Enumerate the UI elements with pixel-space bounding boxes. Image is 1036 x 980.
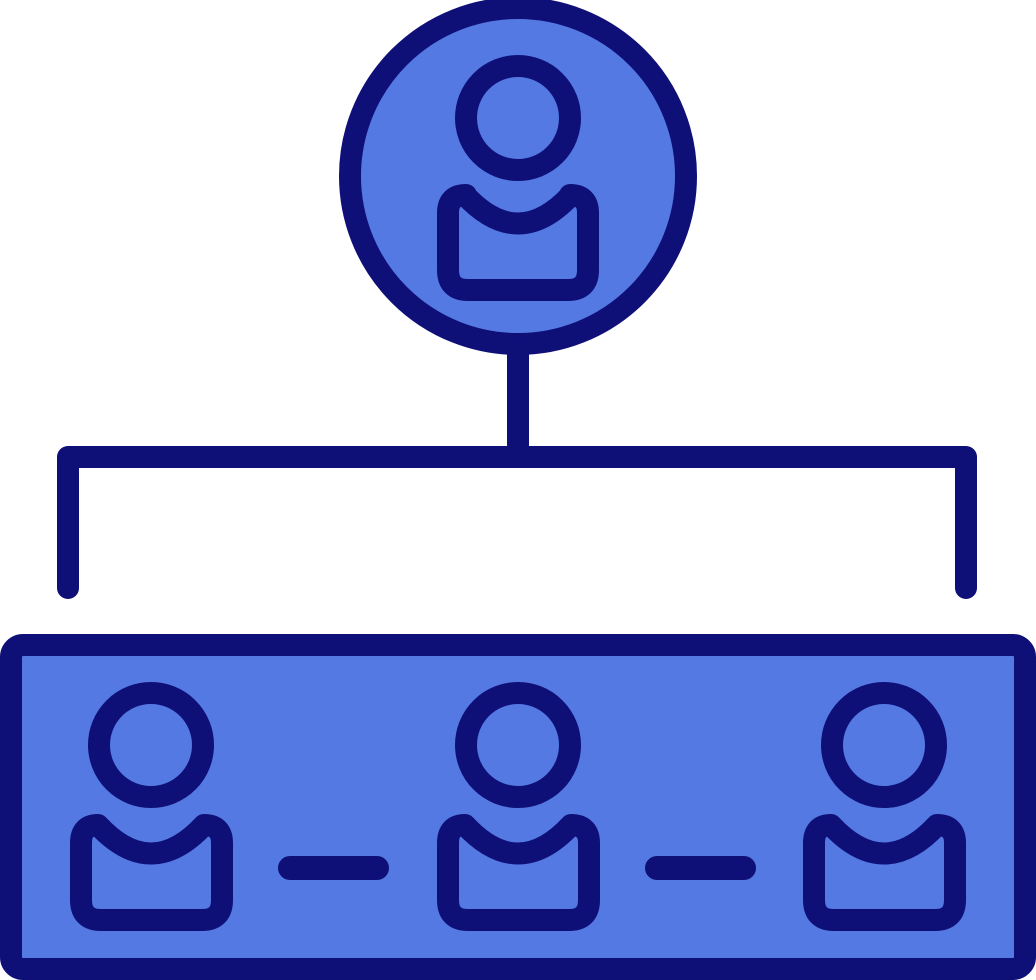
team-member-3-user-icon <box>803 682 966 931</box>
team-member-1-user-icon <box>70 682 233 931</box>
hierarchy-connector <box>57 341 977 599</box>
team-member-2-user-icon <box>437 682 600 931</box>
leader-user-icon <box>437 55 599 301</box>
